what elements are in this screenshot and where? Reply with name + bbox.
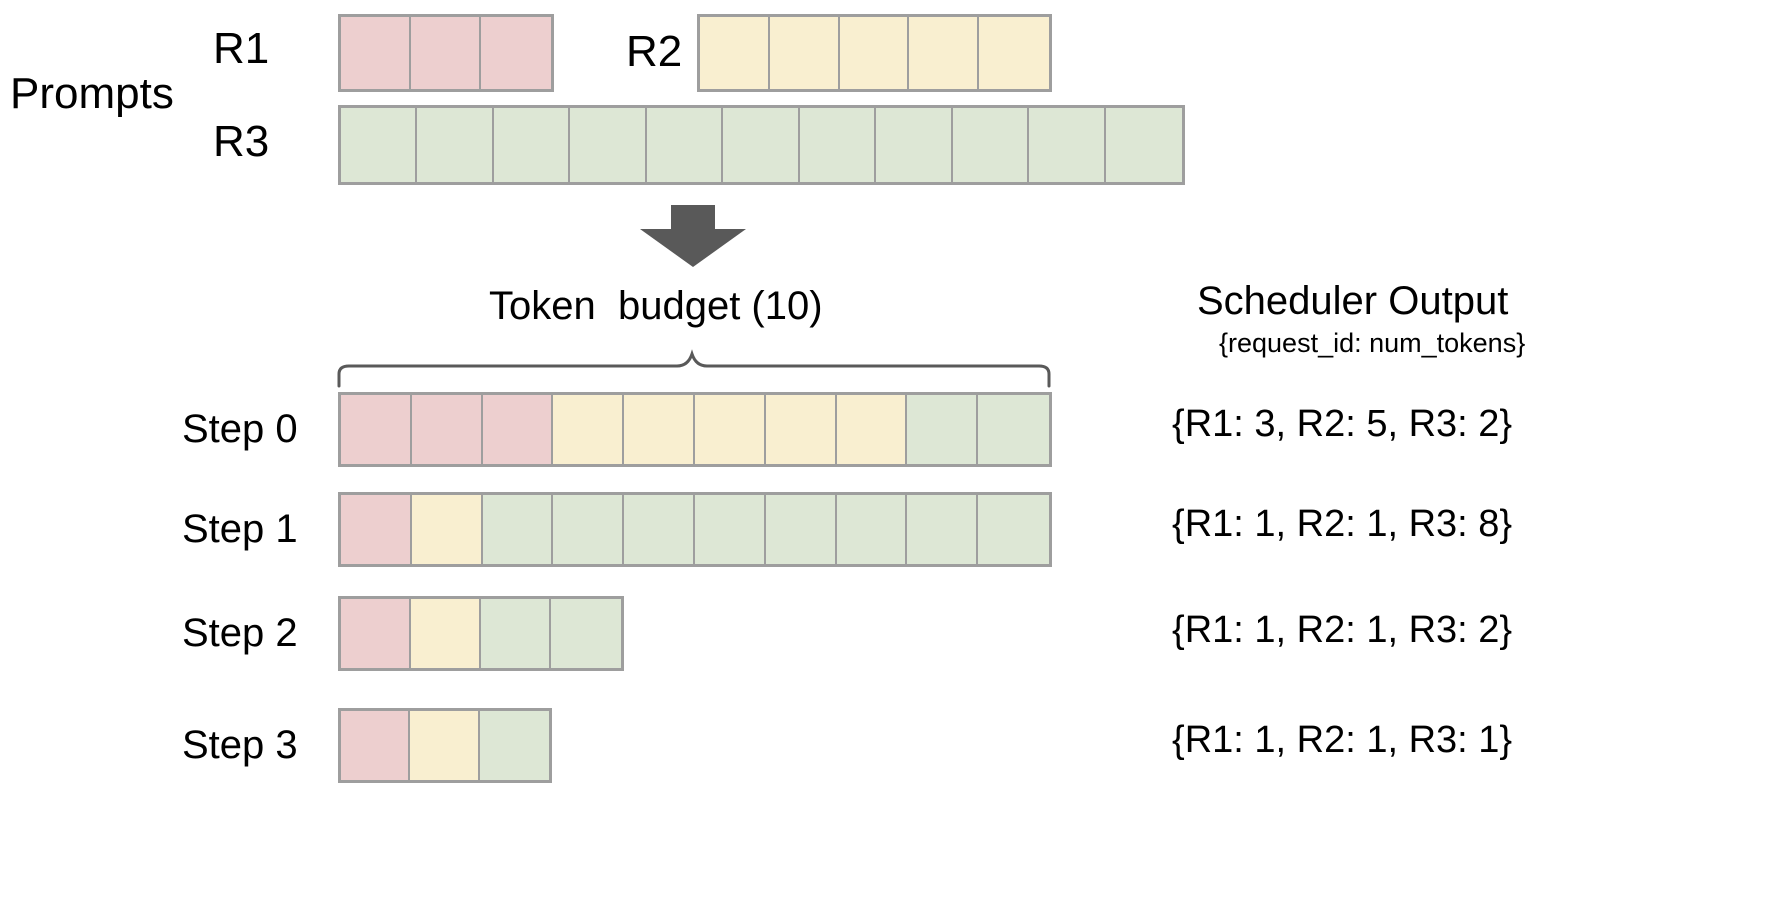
token-cell-r2 [836,395,908,464]
token-cell-r3 [907,495,979,564]
token-cell-r2 [694,395,766,464]
token-cell-r2 [553,395,625,464]
token-cell-r2 [839,17,910,89]
token-cell-r3 [493,108,571,182]
scheduler-output-row-2: {R1: 1, R2: 1, R3: 2} [1172,609,1513,651]
token-cell-r3 [836,495,908,564]
token-cell-r3 [723,108,800,182]
token-cell-r1 [341,395,412,464]
token-cell-r3 [417,108,494,182]
token-cell-r2 [909,17,980,89]
scheduler-output-row-1: {R1: 1, R2: 1, R3: 8} [1172,503,1513,545]
token-cell-r1 [410,17,481,89]
token-cell-r2 [765,395,837,464]
prompt-row-r2 [697,14,1052,92]
token-cell-r2 [979,17,1049,89]
token-cell-r2 [411,495,483,564]
step-label-1: Step 1 [182,507,298,551]
step-label-3: Step 3 [182,723,298,767]
step-label-2: Step 2 [182,611,298,655]
token-cell-r1 [341,17,411,89]
prompts-section-label: Prompts [10,69,174,118]
token-cell-r2 [769,17,840,89]
token-cell-r3 [952,108,1030,182]
prompt-row-r3 [338,105,1185,185]
token-budget-label: Token budget (10) [489,284,823,328]
token-cell-r1 [411,395,483,464]
token-cell-r2 [700,17,770,89]
prompt-label-r1: R1 [213,24,270,73]
prompt-row-r1 [338,14,554,92]
token-cell-r3 [646,108,724,182]
step-token-row-3 [338,708,553,783]
token-cell-r3 [553,495,625,564]
scheduler-output-row-3: {R1: 1, R2: 1, R3: 1} [1172,719,1513,761]
token-cell-r1 [341,711,411,780]
token-cell-r1 [341,599,411,668]
scheduler-output-row-0: {R1: 3, R2: 5, R3: 2} [1172,403,1513,445]
token-cell-r3 [978,495,1049,564]
token-cell-r1 [482,395,554,464]
scheduler-output-subtitle: {request_id: num_tokens} [1219,328,1526,358]
token-cell-r3 [978,395,1049,464]
token-cell-r3 [624,495,695,564]
token-cell-r3 [907,395,979,464]
token-cell-r2 [410,599,481,668]
prompt-label-r3: R3 [213,117,270,166]
token-cell-r2 [410,711,480,780]
step-label-0: Step 0 [182,407,298,451]
prompt-label-r2: R2 [626,27,683,76]
step-token-row-2 [338,596,624,671]
step-token-row-0 [338,392,1052,467]
token-cell-r1 [480,17,551,89]
scheduler-output-title: Scheduler Output [1197,279,1509,323]
token-cell-r3 [799,108,877,182]
token-cell-r3 [479,711,550,780]
curly-brace-icon [336,348,1052,388]
token-cell-r3 [480,599,551,668]
token-cell-r3 [694,495,766,564]
token-cell-r3 [765,495,837,564]
token-cell-r3 [341,108,418,182]
token-cell-r2 [624,395,695,464]
token-cell-r3 [550,599,621,668]
token-cell-r3 [1029,108,1106,182]
token-cell-r3 [1105,108,1182,182]
step-token-row-1 [338,492,1052,567]
token-cell-r3 [876,108,953,182]
token-cell-r1 [341,495,412,564]
down-arrow-icon [633,205,753,270]
token-cell-r3 [570,108,647,182]
token-cell-r3 [482,495,554,564]
